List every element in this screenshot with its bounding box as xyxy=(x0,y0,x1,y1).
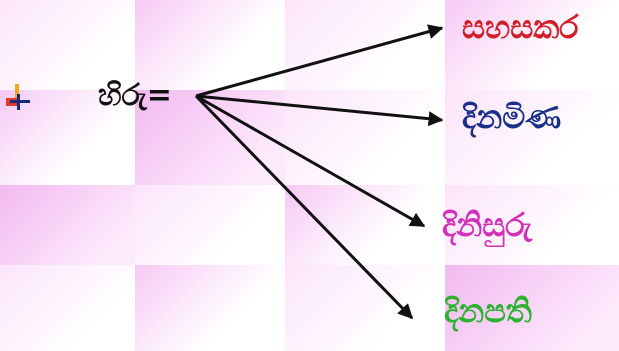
background-tile xyxy=(135,185,285,265)
arrow-to-target-2 xyxy=(195,94,444,127)
target-word-3: දිනිසුරු xyxy=(442,206,532,244)
background-tile xyxy=(285,265,445,351)
background-tile xyxy=(0,90,135,185)
background-tile xyxy=(0,185,135,265)
background-tile xyxy=(135,90,285,185)
background-tile xyxy=(135,265,285,351)
background-tile xyxy=(0,265,135,351)
background-tile xyxy=(285,0,445,90)
background-tile xyxy=(445,90,619,185)
target-word-1: සහසකර xyxy=(462,8,579,46)
background-tile xyxy=(445,265,619,351)
background-tile xyxy=(135,0,285,90)
background-tile xyxy=(445,185,619,265)
arrow-to-target-1 xyxy=(195,24,444,98)
background-tile xyxy=(0,0,135,90)
arrow-to-target-4 xyxy=(194,94,414,320)
background-tile xyxy=(445,0,619,90)
target-word-4: දිනපති xyxy=(444,292,532,330)
arrow-to-target-3 xyxy=(195,94,426,228)
source-word: හිරු= xyxy=(98,78,172,113)
colored-cross-bullet-icon xyxy=(6,84,30,114)
target-word-2: දිනමිණ xyxy=(462,98,562,136)
